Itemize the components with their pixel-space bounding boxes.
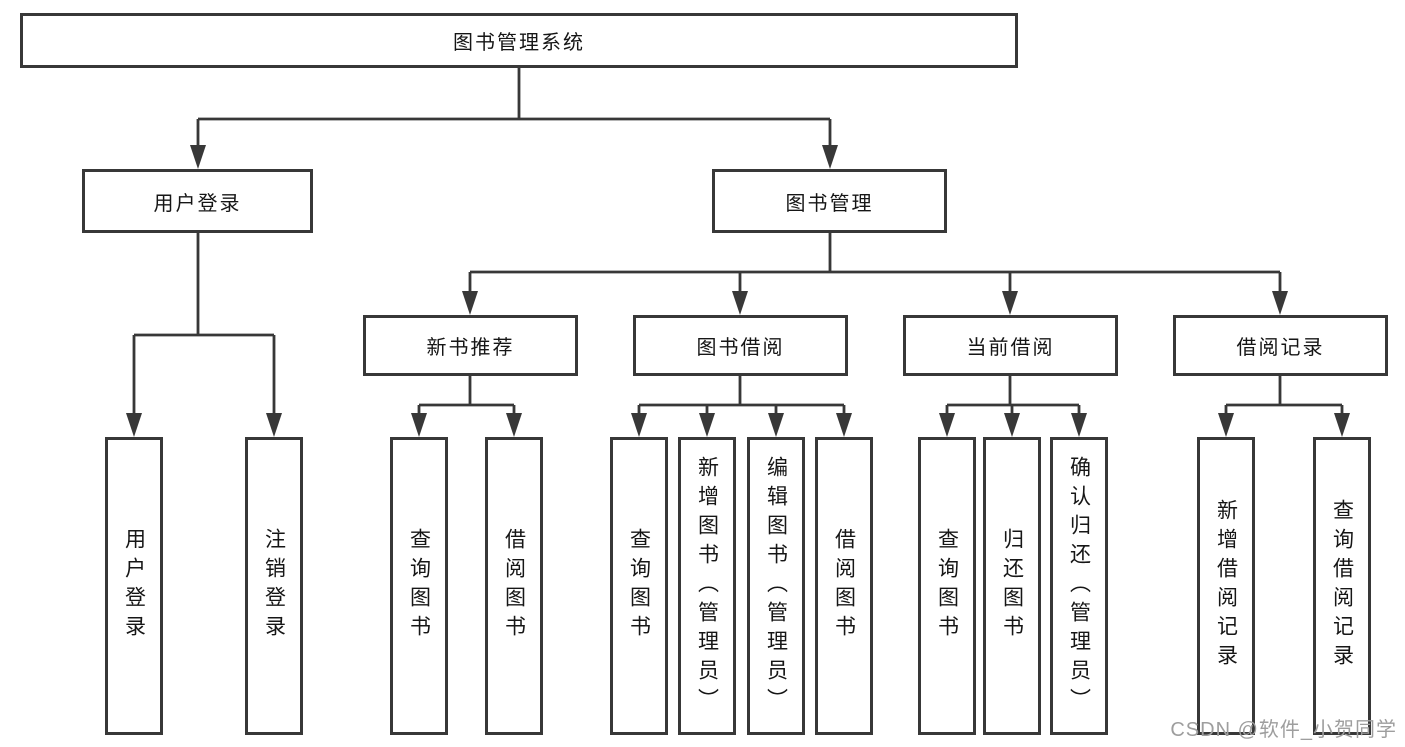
leaf-add-borrow-record: 新增借阅记录: [1197, 437, 1255, 735]
leaf-query-books-1: 查询图书: [390, 437, 448, 735]
leaf-borrow-books-2: 借阅图书: [815, 437, 873, 735]
node-book-borrowing: 图书借阅: [633, 315, 848, 376]
leaf-edit-books-admin: 编辑图书（管理员）: [747, 437, 805, 735]
csdn-watermark: CSDN @软件_小贺同学: [1170, 719, 1397, 741]
leaf-borrow-books-1: 借阅图书: [485, 437, 543, 735]
leaf-return-books: 归还图书: [983, 437, 1041, 735]
node-current-borrowing: 当前借阅: [903, 315, 1118, 376]
node-user-login: 用户登录: [82, 169, 313, 233]
leaf-query-borrow-record: 查询借阅记录: [1313, 437, 1371, 735]
leaf-query-books-2: 查询图书: [610, 437, 668, 735]
leaf-confirm-return-admin: 确认归还（管理员）: [1050, 437, 1108, 735]
node-library-management-system: 图书管理系统: [20, 13, 1018, 68]
leaf-query-books-3: 查询图书: [918, 437, 976, 735]
leaf-add-books-admin: 新增图书（管理员）: [678, 437, 736, 735]
leaf-user-login: 用户登录: [105, 437, 163, 735]
node-borrowing-records: 借阅记录: [1173, 315, 1388, 376]
node-new-book-recommend: 新书推荐: [363, 315, 578, 376]
node-book-management: 图书管理: [712, 169, 947, 233]
leaf-logout: 注销登录: [245, 437, 303, 735]
